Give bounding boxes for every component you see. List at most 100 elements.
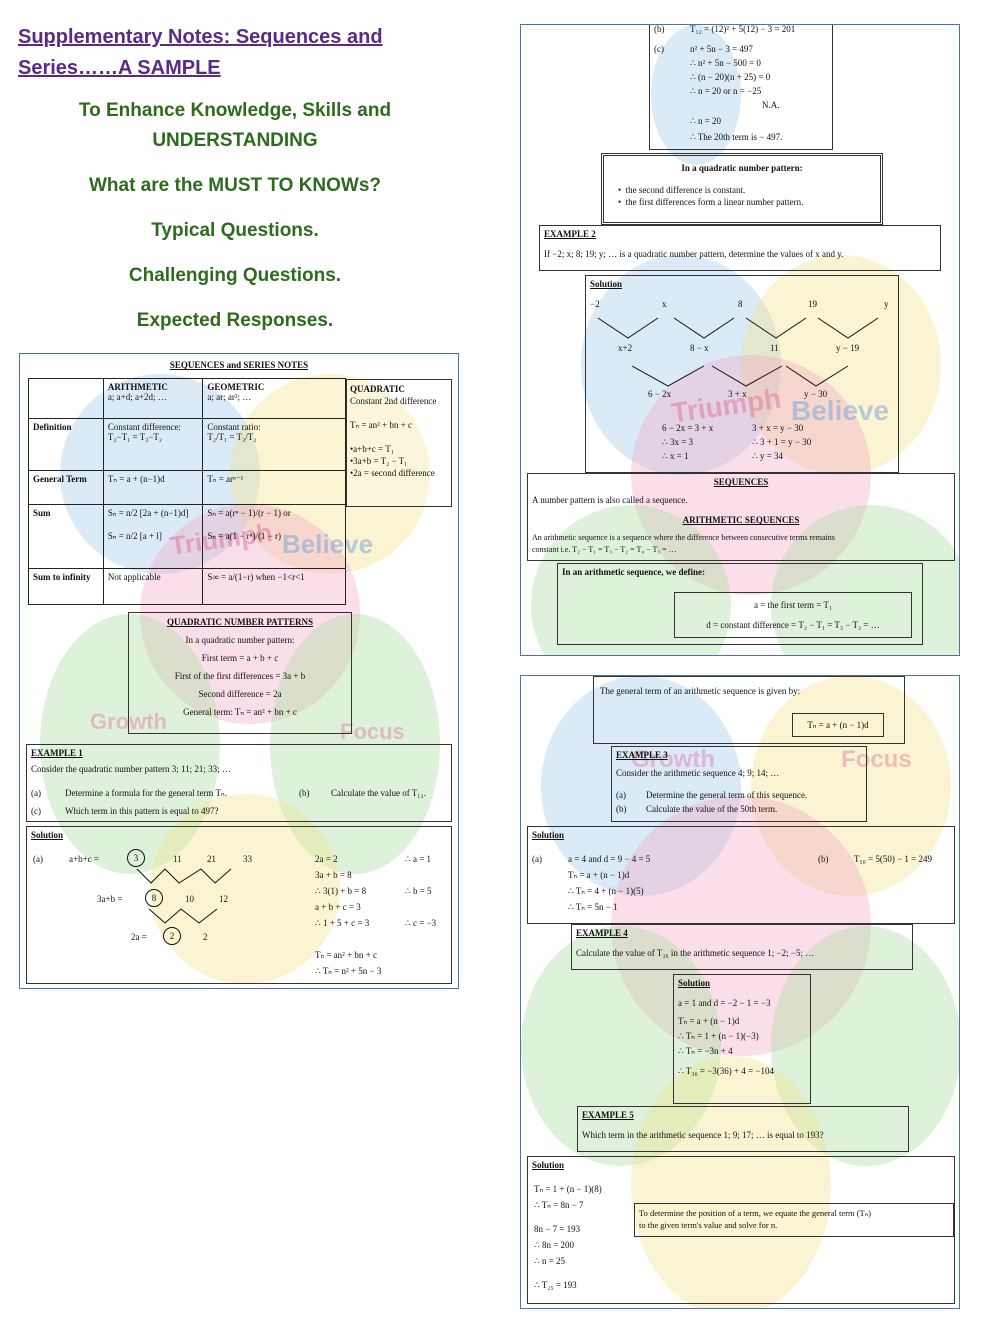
definition-line: d = constant difference = T₂ − T₁ = T₃ −… xyxy=(706,620,880,630)
watermark-text: Believe xyxy=(791,395,890,426)
difference-lines xyxy=(597,317,879,387)
tip-box: To determine the position of a term, we … xyxy=(634,1203,954,1237)
solution-1-box: Solution (a) a+b+c = 3 11 21 33 3a+b = 8… xyxy=(26,826,452,984)
part-label: (c) xyxy=(31,806,41,816)
col-sub: Constant 2nd difference xyxy=(350,396,437,406)
result-line: ∴ b = 5 xyxy=(405,886,432,896)
row-label: Definition xyxy=(28,418,104,471)
diff-value: y − 19 xyxy=(836,343,860,353)
part-label: (a) xyxy=(532,854,542,864)
work-line: a = 1 and d = −2 − 1 = −3 xyxy=(678,998,771,1008)
work-line: 8n − 7 = 193 xyxy=(534,1224,581,1234)
work-line: ∴ 1 + 5 + c = 3 xyxy=(315,918,370,928)
notes-title: SEQUENCES and SERIES NOTES xyxy=(169,360,309,370)
left-notes-panel: Triumph Believe Growth Focus SEQUENCES a… xyxy=(19,353,459,989)
part-label: (b) xyxy=(616,804,627,814)
watermark-blob xyxy=(651,25,741,165)
example-4-box: EXAMPLE 4 Calculate the value of T₃₆ in … xyxy=(571,924,913,970)
solution-title: Solution xyxy=(678,978,711,988)
col-header: GEOMETRIC xyxy=(207,382,265,392)
cell-text: Sₙ = n/2 [a + l] xyxy=(107,531,162,541)
watermark-blob xyxy=(150,794,340,984)
work-line: ∴ 3 + 1 = y − 30 xyxy=(752,437,812,447)
diff-value: y xyxy=(884,299,889,309)
diff-value: x+2 xyxy=(618,343,633,353)
part-label: (c) xyxy=(654,44,664,54)
sequences-box: SEQUENCES A number pattern is also calle… xyxy=(527,473,955,561)
work-line: a = 4 and d = 9 − 4 = 5 xyxy=(568,854,651,864)
cell-text: Sₙ = n/2 [2a + (n−1)d] xyxy=(107,508,189,518)
diff-value: y − 30 xyxy=(804,389,828,399)
watermark-blob xyxy=(741,255,941,475)
part-label: (a) xyxy=(616,790,626,800)
work-line: ∴ n = 25 xyxy=(534,1256,566,1266)
example-5-box: EXAMPLE 5 Which term in the arithmetic s… xyxy=(577,1106,909,1152)
cell-text: Sₙ = a(1 − rⁿ)/(1 − r) xyxy=(207,531,282,541)
note-title: In a quadratic number pattern: xyxy=(681,163,803,173)
quad-formula: Tₙ = an² + bn + c xyxy=(350,420,412,430)
diff-value: 19 xyxy=(808,299,817,309)
part-text: T₁₂ = (12)² + 5(12) − 3 = 201 xyxy=(690,24,796,34)
solution-2-box: Solution −2 x 8 19 y x+2 8 − x 11 y − 19… xyxy=(585,275,899,473)
example-title: EXAMPLE 5 xyxy=(582,1110,634,1120)
subtitle-5: Challenging Questions. xyxy=(128,265,342,286)
right-bottom-panel: Growth Focus The general term of an arit… xyxy=(520,675,960,1309)
section-text: A number pattern is also called a sequen… xyxy=(532,495,688,505)
work-line: 3 + x = y − 30 xyxy=(752,423,804,433)
general-term-box: The general term of an arithmetic sequen… xyxy=(593,676,905,744)
circled-value: 8 xyxy=(145,889,163,907)
example-stem: Consider the arithmetic sequence 4; 9; 1… xyxy=(616,768,780,778)
example1-continued-box: (b) T₁₂ = (12)² + 5(12) − 3 = 201 (c) n²… xyxy=(649,24,833,150)
diff-value: 6 − 2x xyxy=(648,389,672,399)
watermark-blob xyxy=(751,676,951,896)
section-text: An arithmetic sequence is a sequence whe… xyxy=(532,533,835,542)
quad-bullet: •a+b+c = T₁ xyxy=(350,444,394,454)
work-line: ∴ 8n = 200 xyxy=(534,1240,575,1250)
cell: Constant ratio: T₂/T₁ = T₃/T₂ xyxy=(202,418,346,471)
solution-title: Solution xyxy=(590,279,623,289)
diff-value: 3 + x xyxy=(728,389,747,399)
watermark-text: Focus xyxy=(841,746,912,773)
result-line: ∴ a = 1 xyxy=(405,854,432,864)
cell-text: T₂−T₁ = T₃−T₂ xyxy=(107,432,162,442)
section-text: The general term of an arithmetic sequen… xyxy=(600,686,801,696)
section-text: constant i.e. T₂ − T₁ = T₃ − T₂ = T₄ − T… xyxy=(532,545,677,554)
work-line: ∴ The 20th term is − 497. xyxy=(690,132,783,142)
subtitle-2: UNDERSTANDING xyxy=(152,130,318,151)
diff-value: 10 xyxy=(185,894,194,904)
col-header: ARITHMETIC xyxy=(107,382,168,392)
watermark-blob xyxy=(541,676,741,896)
work-line: Tₙ = 1 + (n − 1)(8) xyxy=(534,1184,602,1194)
document-title: Supplementary Notes: Sequences and Serie… xyxy=(18,22,438,84)
result-line: ∴ c = −3 xyxy=(405,918,437,928)
watermark-text: Focus xyxy=(340,719,405,744)
example-stem: Consider the quadratic number pattern 3;… xyxy=(31,764,231,774)
example-stem: Calculate the value of T₃₆ in the arithm… xyxy=(576,948,815,958)
diff-value: 12 xyxy=(219,894,228,904)
example-title: EXAMPLE 3 xyxy=(616,750,668,760)
quad-bullet: •3a+b = T₂ − T₁ xyxy=(350,456,408,466)
general-term: Tₙ = an² + bn + c xyxy=(315,950,377,960)
general-term: ∴ Tₙ = n² + 5n − 3 xyxy=(315,966,382,976)
cell-text: Constant difference: xyxy=(107,422,181,432)
note-text: the first differences form a linear numb… xyxy=(625,197,804,207)
watermark-blob xyxy=(581,255,781,475)
solution-title: Solution xyxy=(31,830,64,840)
watermark-blob xyxy=(611,796,871,1056)
solution-5-box: Solution Tₙ = 1 + (n − 1)(8) ∴ Tₙ = 8n −… xyxy=(527,1156,955,1304)
diff-value: 11 xyxy=(173,854,182,864)
cell-text: Sₙ = a(rⁿ − 1)/(r − 1) or xyxy=(207,508,291,518)
row-label: General Term xyxy=(28,470,104,505)
subtitle-6: Expected Responses. xyxy=(136,310,334,331)
work-line: ∴ (n − 20)(n + 25) = 0 xyxy=(690,72,771,82)
note-text: the second difference is constant. xyxy=(625,185,746,195)
work-line: ∴ n = 20 or n = −25 xyxy=(690,86,762,96)
circled-value: 3 xyxy=(127,849,145,867)
solution-4-box: Solution a = 1 and d = −2 − 1 = −3 Tₙ = … xyxy=(673,974,811,1104)
note-bullet: • the first differences form a linear nu… xyxy=(618,197,804,207)
solution-title: Solution xyxy=(532,830,565,840)
general-term-formula: Tₙ = a + (n − 1)d xyxy=(792,713,884,737)
definition-line: a = the first term = T₁ xyxy=(753,600,833,610)
diff-value: 33 xyxy=(243,854,252,864)
row-label: Sum to infinity xyxy=(28,568,104,605)
